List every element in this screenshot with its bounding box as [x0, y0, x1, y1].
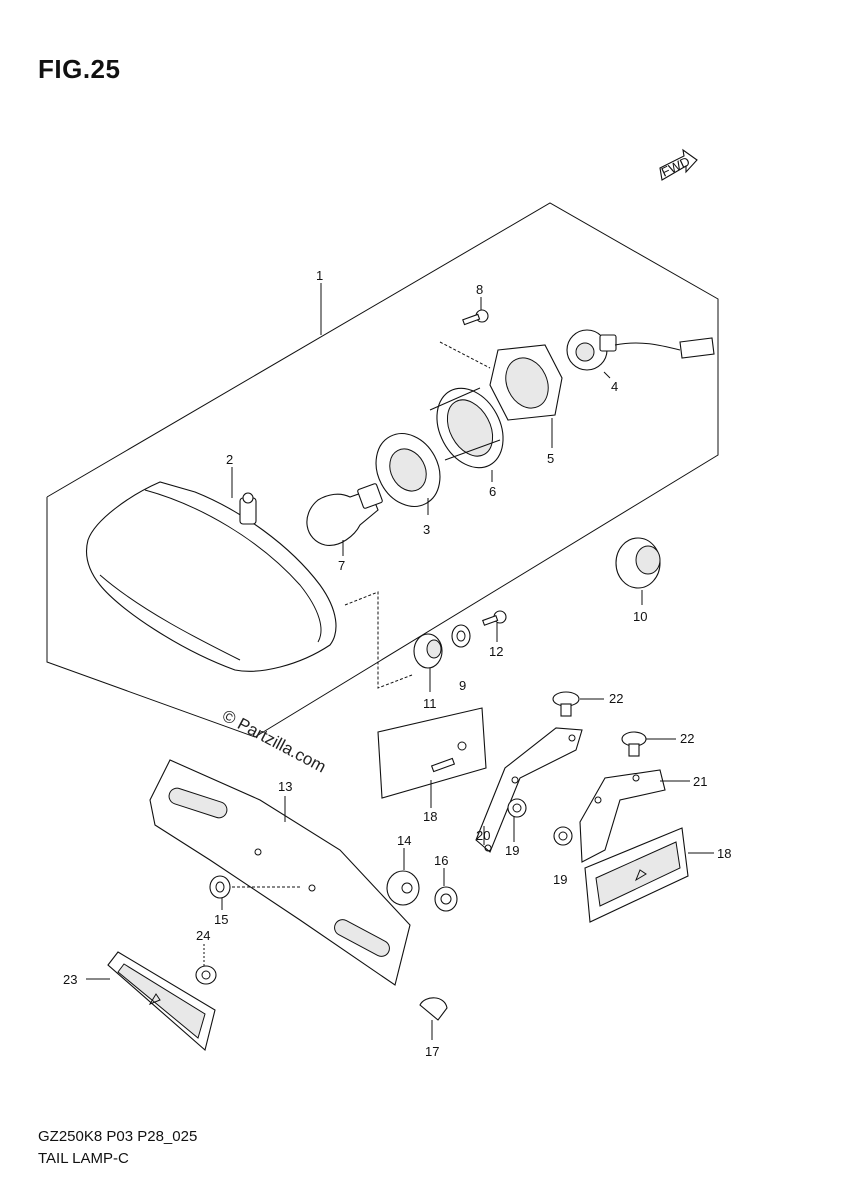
callout-18-left: 18: [423, 809, 437, 824]
callout-19-right: 19: [553, 872, 567, 887]
callout-5: 5: [547, 451, 554, 466]
callout-15: 15: [214, 912, 228, 927]
callout-20: 20: [476, 828, 490, 843]
figure-title: FIG.25: [38, 54, 121, 84]
callout-10: 10: [633, 609, 647, 624]
nut-24: [195, 965, 217, 985]
cushion: [413, 633, 443, 669]
fwd-label: FWD: [659, 154, 692, 180]
leader-11-dashed: [344, 591, 413, 689]
bracket-20: [475, 727, 583, 853]
callout-18-right: 18: [717, 846, 731, 861]
callout-11: 11: [423, 696, 437, 711]
nut-16: [434, 886, 458, 912]
clip-17: [419, 997, 448, 1021]
bracket-21: [579, 769, 666, 863]
callout-21: 21: [693, 774, 707, 789]
tail-lamp-lens-housing: [85, 481, 337, 672]
washer: [451, 624, 471, 648]
callout-19-left: 19: [505, 843, 519, 858]
license-plate-bracket: [149, 759, 411, 986]
callout-12: 12: [489, 644, 503, 659]
bolt-22-lower: [621, 731, 647, 757]
leader-4: [603, 371, 611, 379]
mounting-plate: [489, 344, 563, 421]
callout-3: 3: [423, 522, 430, 537]
callout-1: 1: [316, 268, 323, 283]
front-direction-arrow-icon: FWD: [659, 148, 698, 181]
callout-24: 24: [196, 928, 210, 943]
washer-15: [209, 875, 231, 899]
callout-22-upper: 22: [609, 691, 623, 706]
bolt-22-upper: [552, 691, 580, 717]
callout-9: 9: [459, 678, 466, 693]
callout-6: 6: [489, 484, 496, 499]
screw-12: [482, 610, 507, 626]
section-name: TAIL LAMP-C: [38, 1150, 129, 1167]
callout-2: 2: [226, 452, 233, 467]
callout-14: 14: [397, 833, 411, 848]
reflector-right: [584, 827, 689, 923]
reflector-bracket-left: [377, 707, 487, 799]
nut-19-right: [553, 826, 573, 846]
bulb-socket-with-wire: [566, 329, 715, 371]
callout-22-lower: 22: [680, 731, 694, 746]
callout-4: 4: [611, 379, 618, 394]
assembly-box-outline: [46, 202, 719, 738]
callout-8: 8: [476, 282, 483, 297]
socket-gasket: [375, 433, 441, 507]
lamp-socket-cylinder: [429, 387, 504, 469]
cushion-14: [386, 870, 420, 906]
callout-13: 13: [278, 779, 292, 794]
callout-17: 17: [425, 1044, 439, 1059]
nut-19-left: [507, 798, 527, 818]
callout-23: 23: [63, 972, 77, 987]
bulb: [306, 483, 383, 546]
screw: [462, 309, 489, 326]
callout-7: 7: [338, 558, 345, 573]
leader-8-dashed: [439, 341, 491, 369]
callout-16: 16: [434, 853, 448, 868]
reflector-left: [107, 951, 216, 1052]
rubber-grommet: [615, 537, 661, 589]
model-code: GZ250K8 P03 P28_025: [38, 1128, 198, 1145]
